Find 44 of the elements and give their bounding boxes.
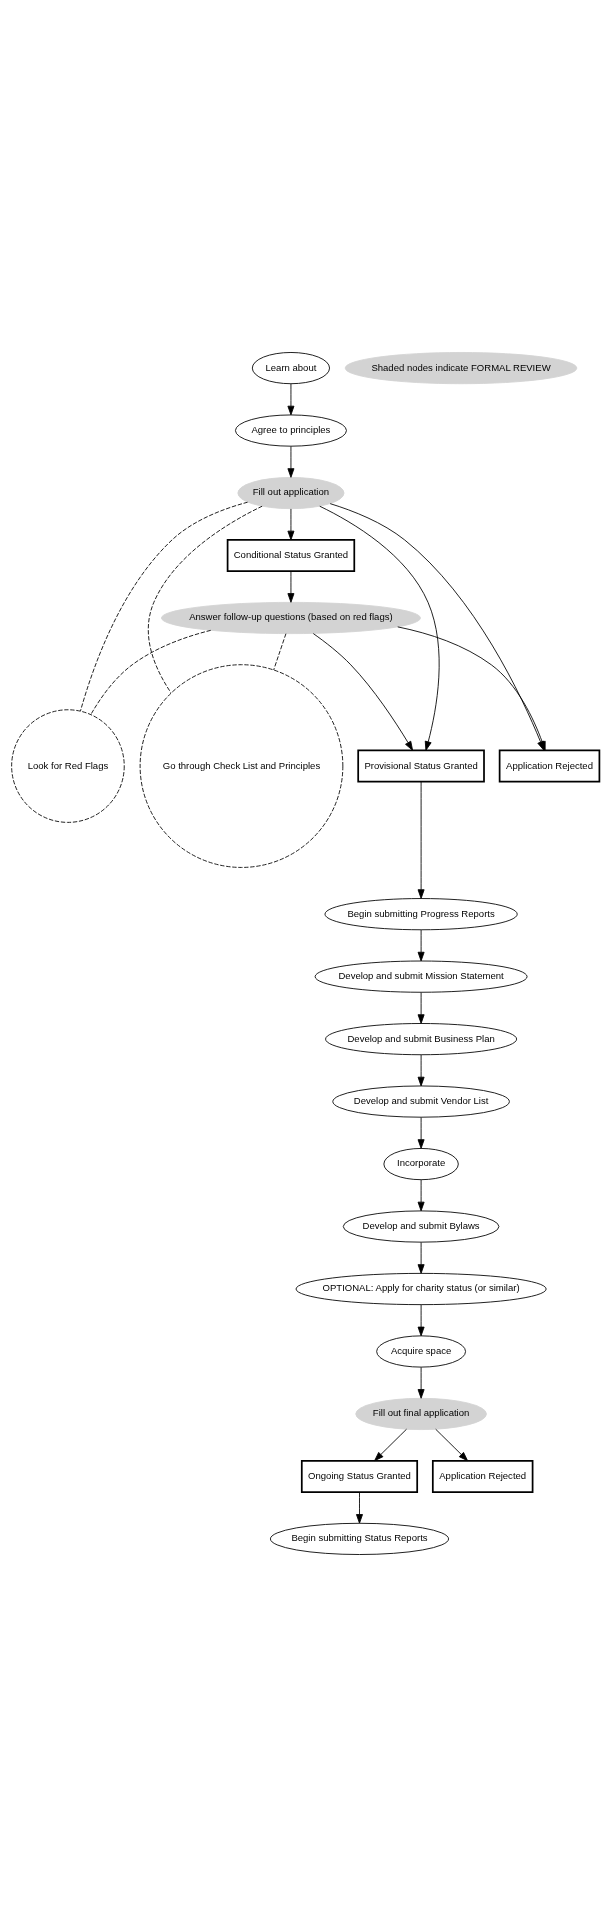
- node-ellipse: Agree to principles: [235, 414, 347, 447]
- connector: [80, 501, 248, 712]
- arrow: [417, 1241, 425, 1274]
- arrow: [287, 383, 295, 416]
- node-box: Conditional Status Granted: [226, 539, 356, 572]
- node-box: Provisional Status Granted: [357, 749, 485, 783]
- arrow: [417, 781, 425, 899]
- node-ellipse: Answer follow-up questions (based on red flags): [161, 601, 421, 635]
- node-circle: Look for Red Flags: [11, 709, 125, 823]
- arrow: [417, 929, 425, 962]
- node-circle: Go through Check List and Principles: [139, 664, 344, 868]
- arrow: [287, 446, 295, 478]
- arrow: [287, 570, 295, 603]
- connector: [273, 633, 287, 671]
- arrow: [417, 1117, 425, 1149]
- arrow: [417, 1179, 425, 1212]
- arrow: [435, 1428, 468, 1462]
- node-ellipse: Learn about: [251, 352, 330, 385]
- arrow: [287, 508, 295, 541]
- node-ellipse: Begin submitting Status Reports: [269, 1522, 449, 1555]
- arrow: [374, 1428, 407, 1462]
- node-ellipse: Fill out final application: [355, 1397, 487, 1430]
- node-ellipse: Develop and submit Business Plan: [325, 1023, 518, 1056]
- node-ellipse: Begin submitting Progress Reports: [324, 898, 518, 931]
- connector: [147, 505, 263, 694]
- node-ellipse: OPTIONAL: Apply for charity status (or similar): [295, 1272, 547, 1306]
- node-box: Application Rejected: [498, 749, 601, 783]
- arrow: [417, 992, 425, 1024]
- arrow: [319, 505, 440, 751]
- node-box: Ongoing Status Granted: [300, 1459, 419, 1493]
- arrow: [417, 1366, 425, 1399]
- node-ellipse: Develop and submit Bylaws: [342, 1210, 500, 1243]
- node-ellipse: Acquire space: [376, 1335, 466, 1368]
- arrow: [312, 633, 413, 751]
- node-ellipse: Develop and submit Mission Statement: [314, 960, 528, 993]
- node-ellipse: Incorporate: [383, 1148, 459, 1181]
- node-ellipse: Fill out application: [237, 477, 345, 510]
- node-box: Application Rejected: [431, 1459, 534, 1493]
- node-ellipse: Develop and submit Vendor List: [332, 1085, 510, 1118]
- arrow: [356, 1491, 363, 1524]
- connector: [90, 629, 212, 715]
- node-ellipse: Shaded nodes indicate FORMAL REVIEW: [344, 352, 578, 385]
- arrow: [417, 1304, 425, 1337]
- arrow: [417, 1054, 425, 1087]
